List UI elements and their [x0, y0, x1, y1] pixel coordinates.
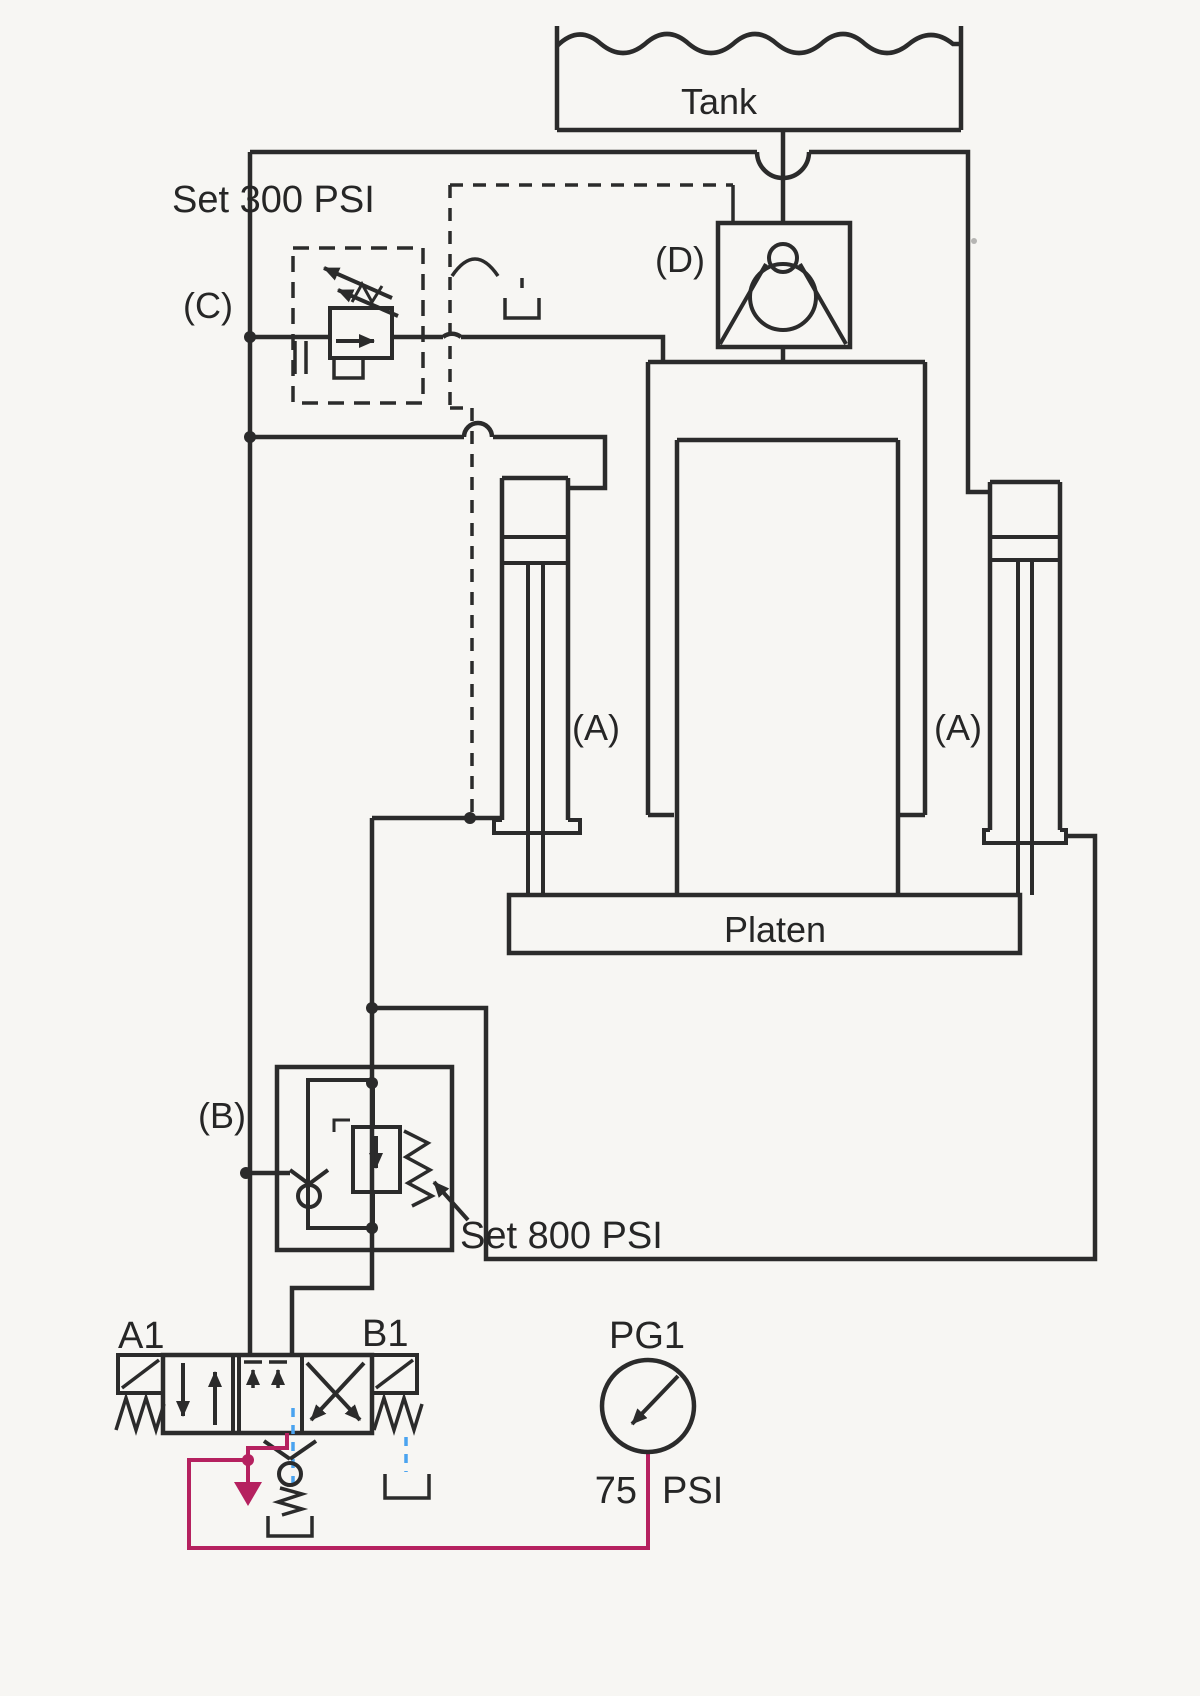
- valve-c-label: (C): [183, 285, 233, 326]
- cylinder-right-rod: [1016, 560, 1034, 895]
- solenoid-left-diagonal: [120, 1358, 161, 1390]
- cylinder-left-label: (A): [572, 707, 620, 748]
- valve-c-drain-loop: [332, 358, 365, 380]
- cylinder-right: [982, 479, 1068, 895]
- envelope-dividers: [231, 1355, 304, 1433]
- drain-tank-icon-2: [383, 1474, 431, 1500]
- port-a1-label: A1: [118, 1315, 164, 1357]
- directional-valve-envelopes: [160, 1352, 375, 1436]
- platen-label: Platen: [724, 909, 826, 950]
- scan-speck: [971, 238, 977, 244]
- gauge-line-magenta: [187, 1433, 650, 1550]
- valve-d-prefill: [715, 220, 853, 362]
- valve-c-spring-arrow-1: [323, 266, 393, 300]
- valve-b-assembly: [246, 1064, 455, 1355]
- cylinder-left-gland: [492, 818, 582, 835]
- supply-to-left-cylinder: [250, 420, 495, 440]
- spring-left-icon: [114, 1392, 166, 1436]
- tank-label: Tank: [681, 81, 758, 122]
- valve-d-seat-lines: [718, 263, 848, 345]
- envelope3-arrow-1: [305, 1361, 362, 1422]
- set-800-callout-arrow: [432, 1180, 470, 1222]
- pressure-gauge-pg1: [599, 1357, 697, 1455]
- tank-symbol: [554, 26, 964, 133]
- directional-valve: [114, 1352, 424, 1436]
- cylinder-right-piston: [990, 535, 1060, 562]
- solenoid-right-icon: [370, 1353, 419, 1395]
- junction-dots: [240, 331, 476, 1234]
- cylinder-left-top-port: [493, 434, 608, 491]
- valve-c-spring-arrow-2: [337, 288, 399, 318]
- drain-check-spring: [272, 1486, 309, 1517]
- set-800-label: Set 800 PSI: [460, 1215, 663, 1257]
- cylinder-right-label: (A): [934, 707, 982, 748]
- valve-b-check-ball: [296, 1183, 322, 1209]
- main-ram-cylinder: [645, 359, 928, 895]
- valve-b-pilot-mark: [332, 1118, 350, 1132]
- valve-c-dashed-enclosure: [291, 246, 425, 405]
- cylinder-left-rod: [526, 563, 545, 895]
- valve-c-drain-ticks: [293, 341, 308, 374]
- gauge-reading-unit: PSI: [662, 1470, 723, 1512]
- drain-check-assembly: [262, 1408, 431, 1538]
- valve-b-check-seat: [288, 1168, 330, 1186]
- valve-b-spring: [402, 1129, 436, 1208]
- valve-c-vent-arc: [450, 257, 500, 277]
- gauge-dial: [599, 1357, 697, 1455]
- pilot-lines-dashed: [448, 183, 735, 818]
- gauge-pg1-label: PG1: [609, 1315, 685, 1357]
- cylinder-right-gland: [982, 828, 1068, 845]
- set-300-label: Set 300 PSI: [172, 179, 375, 221]
- solenoid-right-diagonal: [374, 1358, 415, 1390]
- cylinder-left-piston: [502, 535, 568, 565]
- port-b1-label: B1: [362, 1313, 408, 1355]
- drain-check-ball: [277, 1461, 303, 1487]
- magenta-check-triangle: [234, 1482, 262, 1506]
- envelope3-arrow-2: [309, 1361, 366, 1422]
- rod-end-loop-line: [369, 818, 1098, 1262]
- valve-c-vent-tank-icon: [503, 298, 541, 320]
- magenta-junction-dot: [242, 1454, 254, 1466]
- spring-right-icon: [372, 1392, 424, 1436]
- gauge-reading-value: 75: [595, 1470, 637, 1512]
- valve-c-body: [328, 306, 394, 360]
- valve-d-poppet-circle: [748, 262, 818, 332]
- gauge-needle: [630, 1374, 680, 1426]
- drain-tank-icon-1: [266, 1516, 314, 1538]
- platen-block: [506, 892, 1023, 956]
- valve-b-outer-box: [274, 1064, 455, 1253]
- valve-c-assembly: [250, 246, 666, 405]
- valve-b-label: (B): [198, 1095, 246, 1136]
- valve-c-spring-zigzag: [350, 280, 384, 305]
- valve-d-pilot-circle: [767, 242, 799, 274]
- top-supply-line: [250, 149, 990, 495]
- solenoid-left-icon: [116, 1353, 165, 1395]
- cylinder-left: [372, 434, 608, 895]
- valve-d-label: (D): [655, 239, 705, 280]
